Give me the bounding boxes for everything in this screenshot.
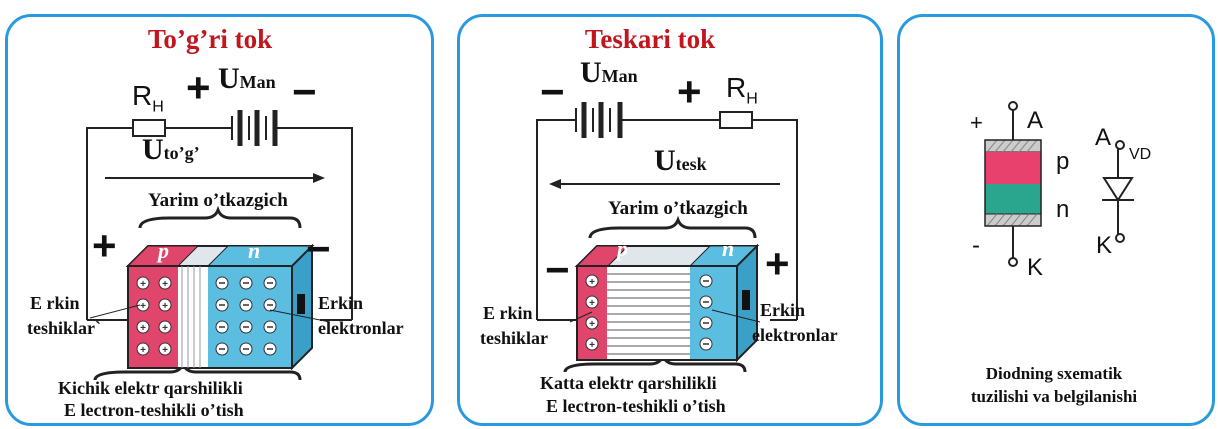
battery-right-sign: −: [292, 68, 317, 115]
symbol-anode-label: A: [1095, 124, 1112, 151]
semiconductor-label: Yarim o’tkazgich: [148, 190, 288, 211]
svg-text:+: +: [589, 298, 595, 309]
bottom-caption-1: Kichik elektr qarshilikli: [58, 378, 243, 398]
semiconductor-label: Yarim o’tkazgich: [608, 198, 748, 219]
battery-icon: [231, 110, 278, 146]
right-terminal-sign: −: [306, 225, 331, 272]
svg-text:+: +: [140, 279, 146, 290]
svg-text:+: +: [162, 279, 168, 290]
battery-left-sign: −: [540, 68, 565, 115]
svg-text:+: +: [589, 340, 595, 351]
electrons-label-2: elektronlar: [318, 318, 404, 338]
cathode-sign: -: [972, 232, 980, 259]
voltage-label: UMan: [580, 56, 638, 90]
resistor-icon: [132, 119, 166, 137]
panel-diode-symbol: [897, 14, 1215, 426]
electrons-label-1: Erkin: [318, 293, 364, 313]
diode-symbol-icon: [1102, 140, 1134, 243]
reverse-voltage-subscript: tesk: [675, 154, 707, 174]
p-region-label: p: [617, 236, 628, 261]
resistor-label: RH: [726, 72, 758, 109]
svg-text:+: +: [140, 323, 146, 334]
resistor-subscript: H: [152, 98, 164, 116]
anode-label: A: [1027, 107, 1044, 134]
resistor-letter: R: [132, 80, 153, 111]
contact-icon: [297, 294, 305, 314]
panel-title: Teskari tok: [584, 24, 716, 54]
battery-icon: [575, 102, 623, 138]
panel-title: To’g’ri tok: [147, 24, 273, 54]
n-region-label: n: [248, 238, 261, 263]
p-region-label: p: [158, 238, 169, 263]
anode-sign: +: [970, 110, 983, 135]
p-layer-label: p: [1056, 148, 1070, 175]
contact-icon: [742, 290, 750, 310]
holes-label-1: E rkin: [30, 293, 80, 313]
reverse-voltage-label: Utesk: [654, 144, 707, 178]
diode-caption-1: Diodning sxematik: [985, 364, 1123, 383]
svg-text:+: +: [162, 323, 168, 334]
pn-block: + + + + + + + +: [89, 243, 331, 371]
svg-text:+: +: [162, 301, 168, 312]
diode-caption-2: tuzilishi va belgilanishi: [970, 387, 1138, 406]
resistor-subscript: H: [746, 90, 758, 108]
svg-text:+: +: [589, 319, 595, 330]
forward-voltage-subscript: to’g’: [163, 143, 200, 163]
battery-right-sign: +: [677, 68, 702, 115]
resistor-letter: R: [726, 72, 747, 103]
vd-label: VD: [1129, 146, 1152, 163]
electrons-label-1: Erkin: [760, 300, 806, 320]
n-region-label: n: [722, 236, 735, 261]
battery-left-sign: +: [186, 64, 211, 111]
pn-block: + + + +: [569, 243, 761, 363]
voltage-subscript: Man: [601, 66, 638, 86]
svg-text:+: +: [140, 345, 146, 356]
bottom-caption-2: E lectron-teshikli o’tish: [546, 396, 726, 416]
n-layer-label: n: [1056, 196, 1070, 223]
cathode-label: K: [1027, 254, 1044, 281]
svg-text:+: +: [140, 301, 146, 312]
svg-text:+: +: [589, 277, 595, 288]
electrons-label-2: elektronlar: [752, 325, 838, 345]
holes-label-2: teshiklar`: [27, 318, 101, 338]
voltage-letter: U: [580, 56, 602, 89]
symbol-cathode-label: K: [1096, 232, 1113, 259]
semiconductor-brace: [588, 215, 757, 239]
hole-symbols: [136, 276, 172, 356]
semiconductor-brace: [138, 205, 302, 229]
diode-body: [984, 139, 1042, 227]
forward-voltage-label: Uto’g’: [142, 133, 200, 167]
voltage-label: UMan: [218, 62, 276, 96]
bottom-caption-1: Katta elektr qarshilikli: [540, 373, 717, 393]
left-terminal-sign: −: [545, 246, 570, 293]
voltage-letter: U: [218, 62, 240, 95]
forward-voltage-letter: U: [142, 133, 164, 166]
resistor-label: RH: [132, 80, 164, 117]
svg-text:+: +: [162, 345, 168, 356]
bottom-caption-2: E lectron-teshikli o’tish: [64, 400, 244, 420]
holes-label-1: E rkin: [483, 303, 533, 323]
right-terminal-sign: +: [765, 240, 790, 287]
holes-label-2: teshiklar: [480, 328, 549, 348]
hole-symbols: [585, 274, 599, 351]
left-terminal-sign: +: [92, 222, 117, 269]
resistor-icon: [719, 111, 753, 129]
reverse-voltage-letter: U: [654, 144, 676, 177]
voltage-subscript: Man: [239, 72, 276, 92]
